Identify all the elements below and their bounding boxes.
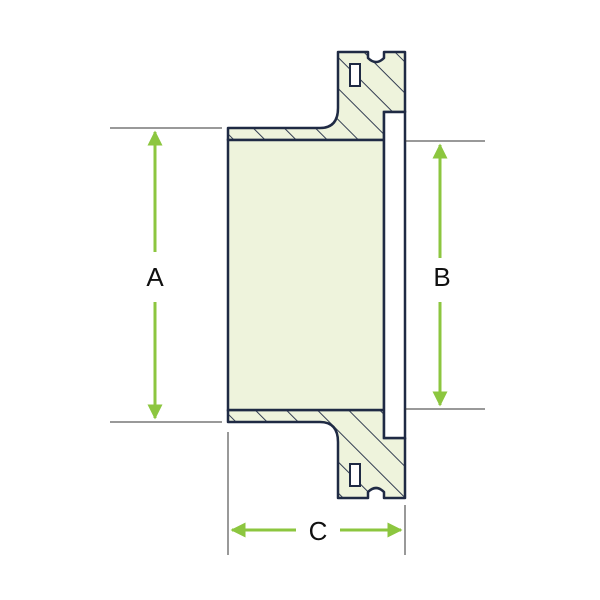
flange-bottom-section	[226, 408, 407, 500]
dimension-a: A	[146, 130, 164, 420]
inner-bore	[226, 138, 386, 412]
dim-b-label: B	[433, 262, 450, 292]
dim-c-label: C	[309, 516, 328, 546]
flange-top-section	[226, 50, 407, 142]
bottom-groove	[349, 463, 361, 487]
dimension-c: C	[230, 516, 403, 546]
extension-lines	[110, 127, 485, 555]
dim-a-label: A	[146, 262, 164, 292]
top-groove	[349, 63, 361, 87]
dimension-b: B	[432, 143, 451, 407]
flange-face	[382, 110, 407, 440]
